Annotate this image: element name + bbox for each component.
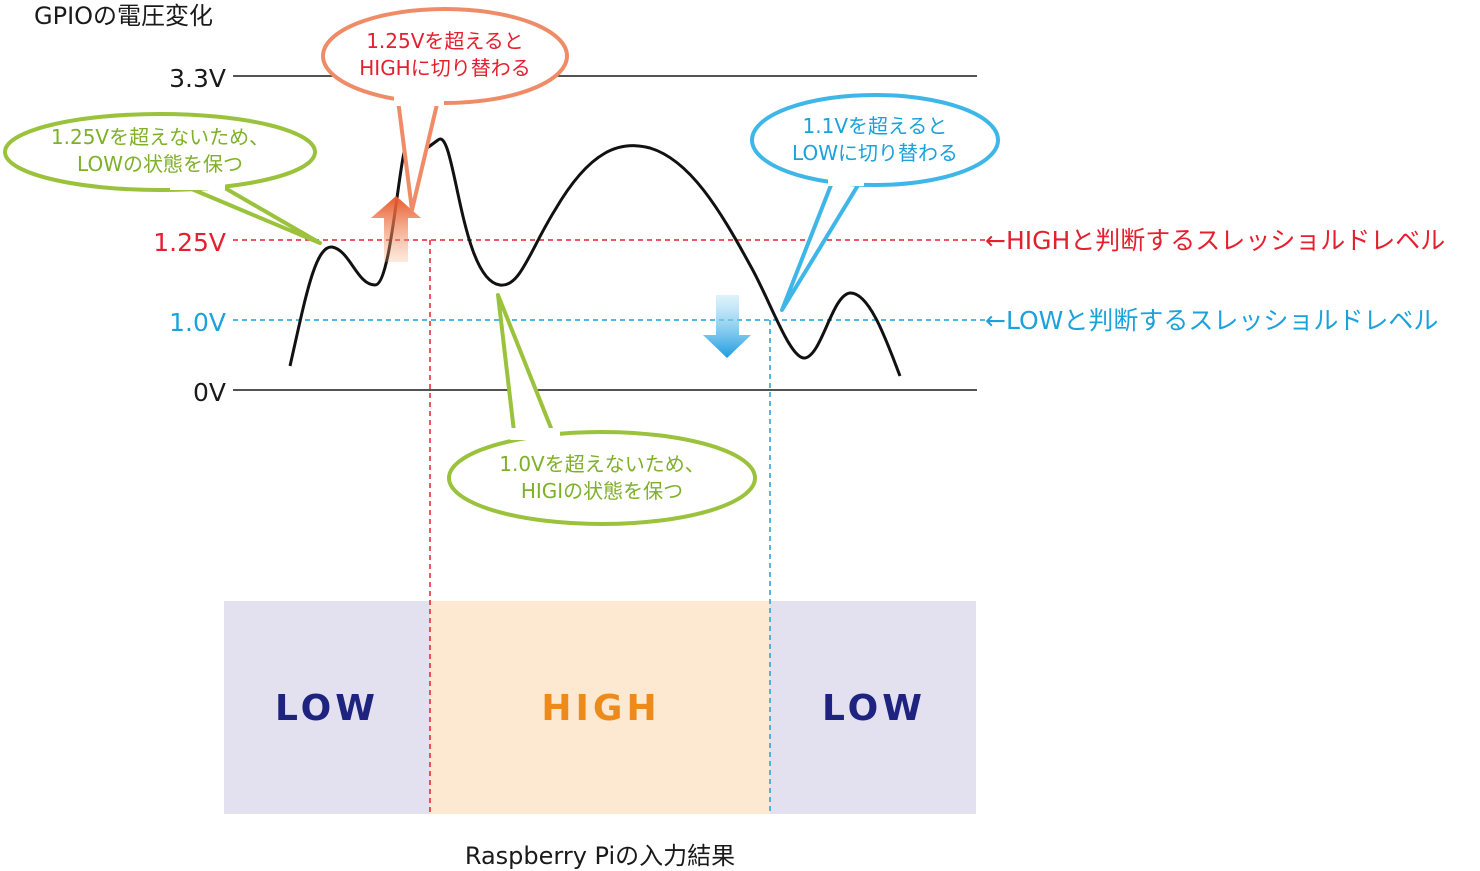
- voltage-label-3v3: 3.3V: [169, 64, 226, 93]
- result-label-high: HIGH: [541, 688, 660, 729]
- callout-blue-line2: LOWに切り替わる: [792, 141, 958, 165]
- voltage-label-1v0: 1.0V: [169, 308, 226, 337]
- result-label-low-1: LOW: [275, 688, 379, 729]
- callout-green-top-line1: 1.25Vを超えないため、: [51, 125, 269, 149]
- result-label-low-2: LOW: [822, 688, 926, 729]
- callout-blue-line1: 1.1Vを超えると: [803, 114, 948, 138]
- result-caption: Raspberry Piの入力結果: [465, 842, 735, 870]
- low-threshold-label: ←LOWと判断するスレッショルドレベル: [985, 306, 1438, 335]
- callout-green-top-line2: LOWの状態を保つ: [77, 152, 243, 176]
- diagram-title: GPIOの電圧変化: [34, 2, 213, 30]
- callout-green-bottom-line1: 1.0Vを超えないため、: [499, 452, 705, 476]
- result-block-low-1: [224, 601, 430, 814]
- voltage-label-0v: 0V: [193, 378, 226, 407]
- voltage-label-1v25: 1.25V: [153, 228, 226, 257]
- callout-green-top: 1.25Vを超えないため、 LOWの状態を保つ: [3, 112, 322, 245]
- result-block-high: [430, 601, 770, 814]
- result-block-low-2: [770, 601, 976, 814]
- high-threshold-label: ←HIGHと判断するスレッショルドレベル: [985, 226, 1445, 255]
- callout-blue: 1.1Vを超えると LOWに切り替わる: [750, 93, 1000, 312]
- callout-green-bottom: 1.0Vを超えないため、 HIGIの状態を保つ: [447, 293, 757, 526]
- callout-orange-line2: HIGHに切り替わる: [359, 56, 530, 80]
- arrow-up-icon: [371, 196, 421, 262]
- voltage-waveform: [288, 137, 902, 377]
- callout-orange-line1: 1.25Vを超えると: [366, 29, 524, 53]
- arrow-down-icon: [703, 295, 751, 358]
- callout-green-bottom-line2: HIGIの状態を保つ: [521, 479, 683, 503]
- callout-orange: 1.25Vを超えると HIGHに切り替わる: [321, 7, 569, 212]
